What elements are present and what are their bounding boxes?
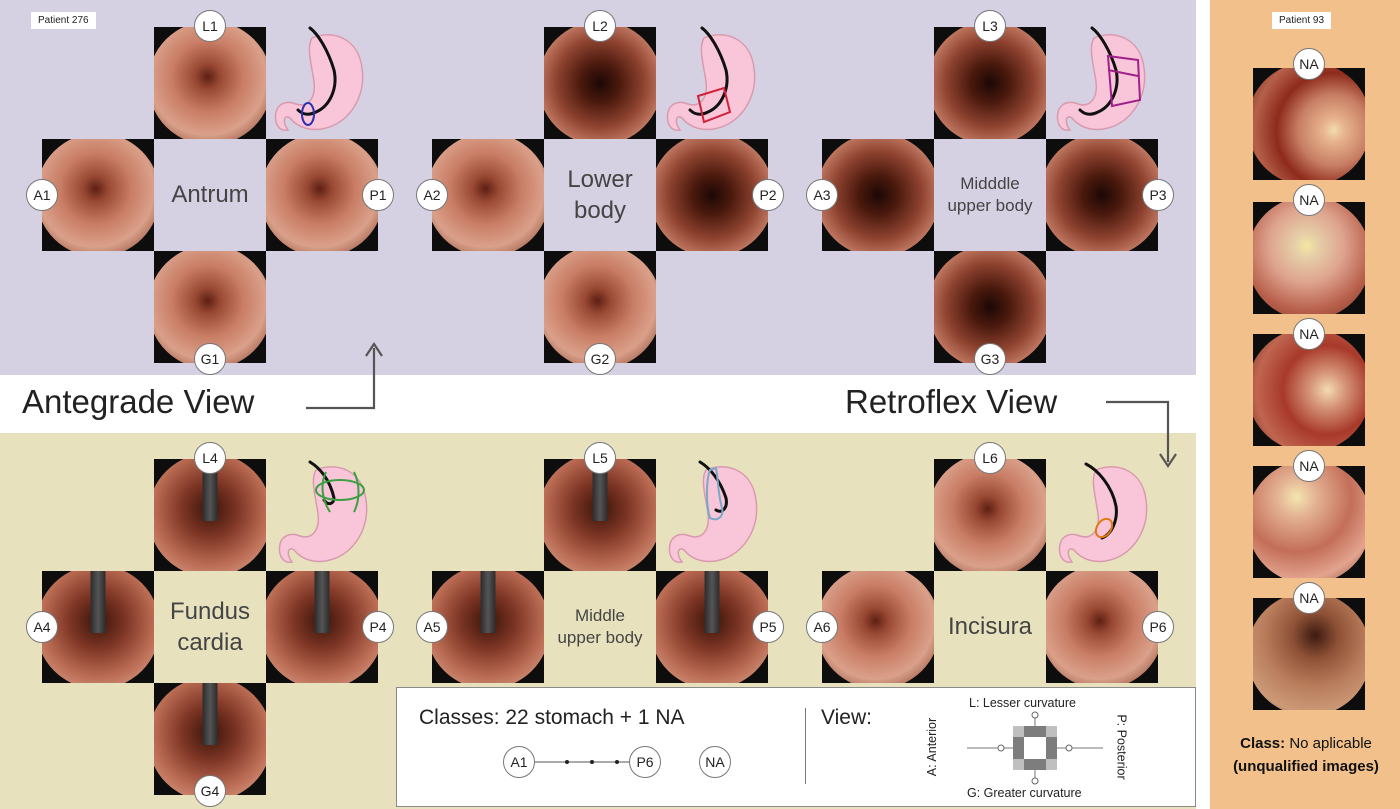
legend-posterior: P: Posterior	[1114, 714, 1129, 780]
region-marker-5	[706, 466, 724, 521]
na-image-5	[1253, 598, 1365, 710]
orientation-cross-icon	[967, 711, 1103, 785]
badge-g1: G1	[194, 343, 226, 375]
badge-p6: P6	[1142, 611, 1174, 643]
endoscopy-image-a5	[432, 571, 544, 683]
badge-a4: A4	[26, 611, 58, 643]
badge-p2: P2	[752, 179, 784, 211]
na-badge-1: NA	[1293, 48, 1325, 80]
na-badge-5: NA	[1293, 582, 1325, 614]
na-image-2	[1253, 202, 1365, 314]
region-marker-2	[696, 86, 732, 124]
endoscopy-image-p5	[656, 571, 768, 683]
badge-a1: A1	[26, 179, 58, 211]
region-label-2: Lower body	[544, 139, 656, 251]
patient-tag-right: Patient 93	[1272, 12, 1332, 29]
legend-anterior: A: Anterior	[925, 717, 940, 777]
region-marker-6	[1094, 517, 1114, 539]
badge-a2: A2	[416, 179, 448, 211]
view-label-strip	[0, 375, 1196, 433]
legend-view-label: View:	[821, 706, 872, 729]
class-caption-value: No aplicable	[1289, 735, 1372, 752]
badge-a3: A3	[806, 179, 838, 211]
region-label-6: Incisura	[934, 571, 1046, 683]
retroflex-view-label: Retroflex View	[845, 383, 1058, 420]
endoscopy-image-a1	[42, 139, 154, 251]
na-badge-4: NA	[1293, 450, 1325, 482]
na-class-caption: Class: No aplicable (unqualified images)	[1215, 733, 1397, 778]
na-image-4	[1253, 466, 1365, 578]
badge-l6: L6	[974, 442, 1006, 474]
retroflex-arrow-icon	[1106, 400, 1177, 468]
legend-badge-first: A1	[503, 746, 535, 778]
endoscopy-image-l2	[544, 27, 656, 139]
legend-badge-na: NA	[699, 746, 731, 778]
endoscopy-image-a6	[822, 571, 934, 683]
region-label-3: Midddle upper body	[934, 139, 1046, 251]
endoscopy-image-l6	[934, 459, 1046, 571]
patient-tag-left: Patient 276	[31, 12, 96, 29]
endoscopy-image-g2	[544, 251, 656, 363]
endoscopy-image-p2	[656, 139, 768, 251]
badge-p4: P4	[362, 611, 394, 643]
badge-l2: L2	[584, 10, 616, 42]
region-marker-3	[1106, 54, 1142, 108]
badge-p3: P3	[1142, 179, 1174, 211]
badge-g4: G4	[194, 775, 226, 807]
badge-l1: L1	[194, 10, 226, 42]
class-caption-label: Class:	[1240, 735, 1286, 752]
na-badge-2: NA	[1293, 184, 1325, 216]
legend-lesser-curvature: L: Lesser curvature	[969, 696, 1076, 710]
stomach-icon-6	[1058, 462, 1148, 563]
na-image-1	[1253, 68, 1365, 180]
na-image-3	[1253, 334, 1365, 446]
region-label-1: Antrum	[154, 139, 266, 251]
legend-badge-last: P6	[629, 746, 661, 778]
badge-p5: P5	[752, 611, 784, 643]
stomach-icon-2	[666, 26, 756, 131]
endoscopy-image-a2	[432, 139, 544, 251]
region-label-4: Fundus cardia	[154, 571, 266, 683]
endoscopy-image-l5	[544, 459, 656, 571]
antegrade-view-label: Antegrade View	[22, 383, 255, 420]
badge-g2: G2	[584, 343, 616, 375]
endoscopy-image-l1	[154, 27, 266, 139]
endoscopy-image-p6	[1046, 571, 1158, 683]
legend-box: Classes: 22 stomach + 1 NA A1 P6 NA View…	[396, 687, 1196, 807]
region-label-5: Middle upper body	[544, 571, 656, 683]
legend-greater-curvature: G: Greater curvature	[967, 786, 1082, 800]
endoscopy-image-a4	[42, 571, 154, 683]
badge-a5: A5	[416, 611, 448, 643]
legend-divider	[805, 708, 806, 784]
stomach-icon-4	[278, 460, 368, 563]
endoscopy-image-l3	[934, 27, 1046, 139]
region-marker-1	[301, 102, 315, 126]
badge-a6: A6	[806, 611, 838, 643]
na-badge-3: NA	[1293, 318, 1325, 350]
endoscopy-image-l4	[154, 459, 266, 571]
endoscopy-image-p1	[266, 139, 378, 251]
endoscopy-image-a3	[822, 139, 934, 251]
classes-label: Classes:	[419, 706, 500, 729]
endoscopy-image-p3	[1046, 139, 1158, 251]
badge-l3: L3	[974, 10, 1006, 42]
class-caption-note: (unqualified images)	[1233, 757, 1379, 775]
badge-l4: L4	[194, 442, 226, 474]
classes-line: Classes: 22 stomach + 1 NA	[419, 706, 685, 730]
stomach-icon-5	[668, 460, 758, 563]
badge-p1: P1	[362, 179, 394, 211]
badge-l5: L5	[584, 442, 616, 474]
stomach-icon-3	[1056, 26, 1146, 131]
badge-g3: G3	[974, 343, 1006, 375]
classes-value: 22 stomach + 1 NA	[505, 706, 685, 729]
endoscopy-image-p4	[266, 571, 378, 683]
region-marker-4	[315, 479, 365, 501]
antegrade-arrow-icon	[306, 342, 383, 410]
stomach-icon-1	[274, 26, 364, 131]
